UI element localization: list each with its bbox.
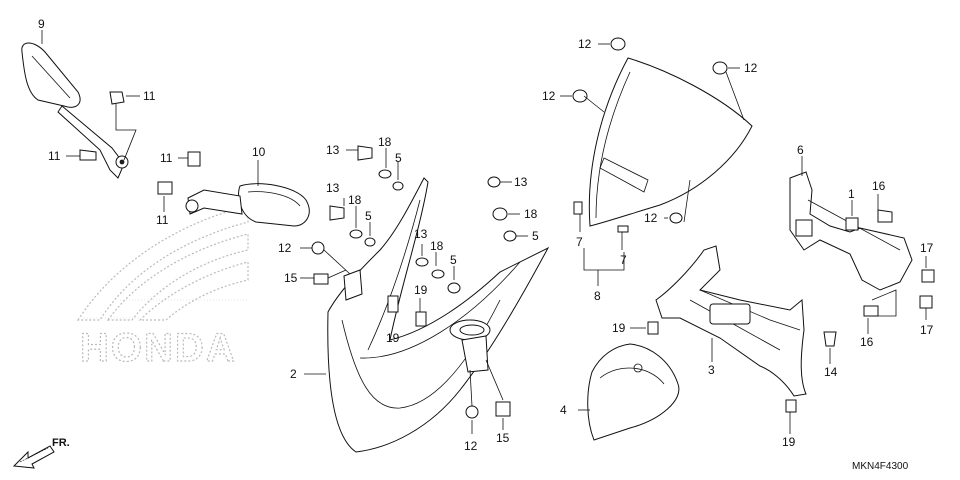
callout-4: 4 [560,403,567,417]
windscreen-part [588,57,753,227]
upper-cowl-part [327,177,550,453]
callout-12-b: 12 [464,439,478,453]
callout-5-a: 5 [395,151,402,165]
callout-12-e: 12 [744,61,758,75]
callout-18-c: 18 [430,239,444,253]
callout-3: 3 [708,363,715,377]
front-direction-arrow-icon [12,445,55,469]
callout-11-d: 11 [156,213,169,227]
callout-5-d: 5 [532,229,539,243]
front-direction-label: FR. [52,437,70,449]
callout-17-a: 17 [920,241,934,255]
callout-19-b: 19 [386,331,400,345]
callout-13-a: 13 [326,143,340,157]
callout-8: 8 [594,289,601,303]
bolt-11-a [109,91,125,105]
mirror-left-part [21,42,129,179]
mounting-bracket-part [789,171,913,291]
callout-19-a: 19 [414,283,428,297]
callout-16-a: 16 [872,179,886,193]
callout-17-b: 17 [920,323,934,337]
callout-12-c: 12 [578,37,592,51]
callout-6: 6 [797,143,804,157]
mirror-right-part [185,183,310,227]
callout-14: 14 [824,365,838,379]
callout-7-b: 7 [620,253,627,267]
callout-19-d: 19 [782,435,796,449]
callout-5-b: 5 [365,209,372,223]
callout-2: 2 [290,367,297,381]
honda-watermark-text: HONDA [80,326,237,370]
callout-18-b: 18 [348,193,362,207]
diagram-code: MKN4F4300 [852,461,909,472]
callout-12-d: 12 [542,89,556,103]
callout-15-a: 15 [284,271,298,285]
callout-9: 9 [38,17,45,31]
callout-11-b: 11 [48,149,61,163]
inner-stay-part [655,245,807,397]
meter-visor-part [587,343,680,441]
callout-13-d: 13 [514,175,528,189]
callout-16-b: 16 [860,335,874,349]
callout-10: 10 [252,145,266,159]
callout-12-f: 12 [644,211,658,225]
callout-5-c: 5 [450,253,457,267]
callout-18-a: 18 [378,135,392,149]
leader-lines [41,30,927,434]
callout-19-c: 19 [612,321,626,335]
callout-labels: 9 11 11 11 11 10 13 18 5 13 18 5 12 15 1… [38,17,934,453]
callout-11-c: 11 [160,151,173,165]
callout-13-c: 13 [414,227,428,241]
callout-11-a: 11 [143,89,156,103]
callout-1: 1 [848,187,855,201]
callout-18-d: 18 [524,207,538,221]
callout-7-a: 7 [576,235,583,249]
callout-15-b: 15 [496,431,510,445]
hardware-group [79,37,935,419]
callout-13-b: 13 [326,181,340,195]
callout-12-a: 12 [278,241,292,255]
